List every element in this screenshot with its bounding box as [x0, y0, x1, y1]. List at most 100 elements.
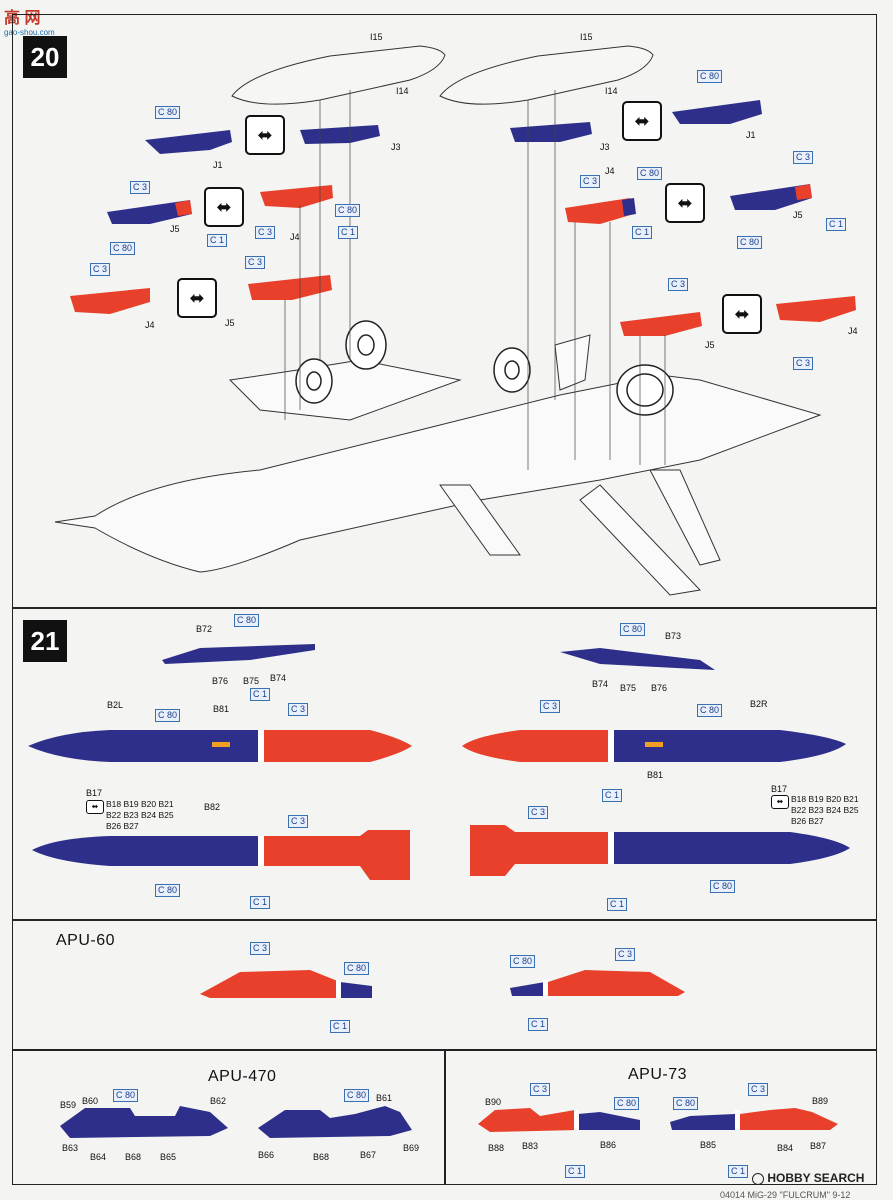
step-20-panel [12, 14, 877, 608]
part-label-j4-left-2: J4 [145, 320, 155, 330]
apu-470-panel [12, 1050, 445, 1185]
paint-code-c80: C 80 [344, 1089, 370, 1102]
apu-470-title: APU-470 [208, 1068, 277, 1085]
part-label-b2r: B2R [750, 699, 768, 709]
part-label-b67: B67 [360, 1150, 377, 1160]
apu-60-right [548, 970, 685, 996]
pylon-b72-left [162, 644, 315, 664]
hobby-search-logo-icon [752, 1172, 764, 1185]
paint-code-c3: C 3 [288, 703, 309, 716]
missile-left-lower [32, 836, 262, 866]
paint-code-c80: C 80 [110, 242, 136, 255]
paint-code-c1: C 1 [250, 688, 271, 701]
part-label-b62: B62 [210, 1096, 227, 1106]
part-label-b74: B74 [270, 673, 287, 683]
watermark-url: gao-shou.com [4, 28, 55, 37]
part-label-j4-right: J4 [605, 166, 615, 176]
part-label-b82: B82 [204, 802, 221, 812]
landing-gear [295, 320, 531, 404]
part-label-b89: B89 [812, 1096, 829, 1106]
swap-arrows-icon: ⬌ [622, 101, 662, 141]
missile-left-upper-white-band [258, 730, 264, 762]
part-label-j3-left: J3 [391, 142, 401, 152]
pylon-j5-left-2 [248, 275, 332, 300]
fuel-tank-right [439, 45, 654, 105]
paint-code-c80: C 80 [155, 884, 181, 897]
part-label-b81-right: B81 [647, 770, 664, 780]
pylon-j4-left-2 [70, 288, 150, 314]
pylon-j5-left-red-tip [175, 200, 192, 216]
apu-73-left-blue [578, 1112, 640, 1130]
part-label-b68-right: B68 [313, 1152, 330, 1162]
paint-code-c3: C 3 [130, 181, 151, 194]
paint-code-c80: C 80 [614, 1097, 640, 1110]
apu-60-left [200, 970, 340, 998]
part-label-b61: B61 [376, 1093, 393, 1103]
part-label-b2l: B2L [107, 700, 124, 710]
missile-right-upper [462, 730, 612, 762]
pylon-j5-right-red-tip [795, 184, 812, 200]
pylon-j5-right [730, 184, 812, 210]
missile-left-upper-red [262, 730, 412, 762]
part-label-b75-right: B75 [620, 683, 637, 693]
step-21-panel [12, 608, 877, 920]
apu-73-right-red [740, 1108, 838, 1130]
paint-code-c3: C 3 [255, 226, 276, 239]
apu-60-right-blue [510, 982, 548, 996]
pylon-j1-right [672, 100, 762, 124]
pylon-j4-right-2 [776, 296, 856, 322]
part-label-b83: B83 [522, 1141, 539, 1151]
missile-left-lower-white-band [258, 836, 264, 866]
decal-list-left: B18 B19 B20 B21 B22 B23 B24 B25 B26 B27 [106, 799, 174, 831]
pylon-j4-right-blue-tip [622, 198, 636, 216]
part-label-b84: B84 [777, 1143, 794, 1153]
part-label-b59: B59 [60, 1100, 77, 1110]
paint-code-c1: C 1 [602, 789, 623, 802]
pylon-j3-right [510, 122, 592, 142]
step-21-number: 21 [23, 620, 67, 662]
paint-code-c1: C 1 [632, 226, 653, 239]
part-label-b88: B88 [488, 1143, 505, 1153]
part-label-b66: B66 [258, 1150, 275, 1160]
part-label-b75: B75 [243, 676, 260, 686]
pylon-j5-left [107, 200, 192, 224]
part-label-j5-right-2: J5 [705, 340, 715, 350]
paint-code-c1: C 1 [207, 234, 228, 247]
paint-code-c80: C 80 [335, 204, 361, 217]
paint-code-c3: C 3 [530, 1083, 551, 1096]
part-label-j1-left: J1 [213, 160, 223, 170]
apu-60-title: APU-60 [56, 932, 116, 949]
paint-code-c3: C 3 [90, 263, 111, 276]
apu-470-left [60, 1106, 228, 1138]
part-label-i14-left: I14 [396, 86, 409, 96]
paint-code-c80: C 80 [697, 70, 723, 83]
missile-right-upper-white-band [608, 730, 614, 762]
paint-code-c3: C 3 [793, 151, 814, 164]
paint-code-c3: C 3 [580, 175, 601, 188]
missile-right-lower [470, 825, 612, 876]
paint-code-c80: C 80 [637, 167, 663, 180]
swap-arrows-icon: ⬌ [245, 115, 285, 155]
apu-73-panel [445, 1050, 877, 1185]
part-label-b86: B86 [600, 1140, 617, 1150]
paint-code-c80: C 80 [510, 955, 536, 968]
paint-code-c3: C 3 [615, 948, 636, 961]
part-label-b76: B76 [212, 676, 229, 686]
part-label-b74-right: B74 [592, 679, 609, 689]
part-label-j4-right-2: J4 [848, 326, 858, 336]
pylon-j4-left [260, 185, 333, 208]
apu-60-left-white-band [336, 980, 341, 998]
pylon-j4-right [565, 198, 634, 224]
part-label-b17: B17 [86, 788, 103, 798]
part-label-j1-right: J1 [746, 130, 756, 140]
paint-code-c3: C 3 [245, 256, 266, 269]
paint-code-c3: C 3 [528, 806, 549, 819]
paint-code-c80: C 80 [710, 880, 736, 893]
paint-code-c1: C 1 [565, 1165, 586, 1178]
fuel-tank-left [231, 45, 446, 105]
paint-code-c3: C 3 [793, 357, 814, 370]
part-label-i15-right: I15 [580, 32, 593, 42]
part-label-b85: B85 [700, 1140, 717, 1150]
